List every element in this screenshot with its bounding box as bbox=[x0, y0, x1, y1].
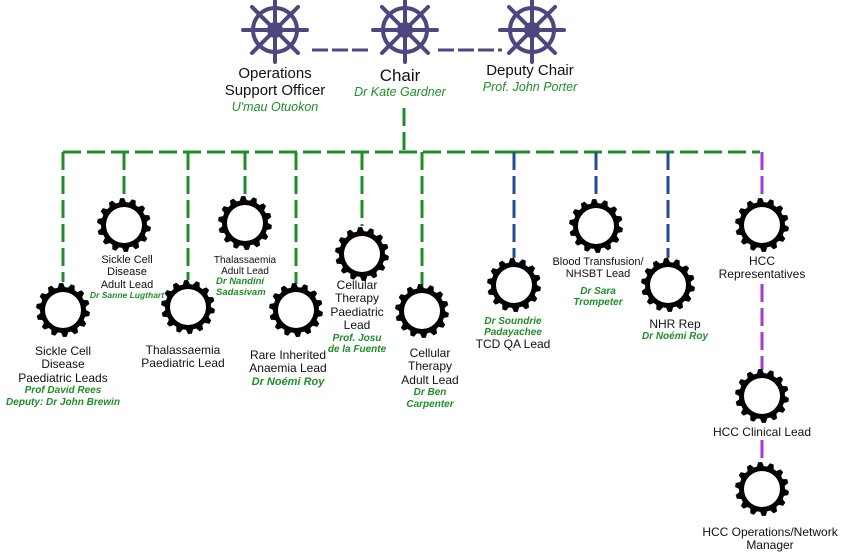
green-connectors bbox=[61, 108, 760, 286]
scd-adult-label: Sickle Cell Disease Adult Lead Dr Sanne … bbox=[89, 254, 165, 300]
gear-icon bbox=[97, 198, 151, 252]
gear-icon bbox=[735, 369, 789, 423]
rare-anaemia-label: Rare Inherited Anaemia Lead Dr Noémi Roy bbox=[249, 348, 327, 388]
gear-icon bbox=[735, 198, 789, 252]
thal-paediatric-label: Thalassaemia Paediatric Lead bbox=[141, 343, 225, 371]
gear-icon bbox=[395, 284, 449, 338]
gear-icon bbox=[335, 227, 389, 281]
hcc-representatives-label: HCC Representatives bbox=[718, 254, 806, 282]
ops-officer-label: Operations Support Officer U'mau Otuokon bbox=[224, 65, 326, 114]
ct-adult-label: Cellular Therapy Adult Lead Dr Ben Carpe… bbox=[401, 346, 459, 410]
gear-icon bbox=[735, 462, 789, 516]
gear-icon bbox=[569, 199, 623, 253]
ship-wheel-icon bbox=[498, 0, 566, 64]
blue-connectors bbox=[512, 152, 670, 258]
nhr-rep-label: NHR Rep Dr Noémi Roy bbox=[641, 317, 709, 343]
hcc-operations-label: HCC Operations/Network Manager bbox=[702, 525, 838, 553]
deputy-chair-label: Deputy Chair Prof. John Porter bbox=[482, 62, 578, 94]
ship-wheel-icon bbox=[241, 0, 309, 64]
hcc-clinical-lead-label: HCC Clinical Lead bbox=[712, 425, 812, 439]
gear-icon bbox=[218, 196, 272, 250]
chair-label: Chair Dr Kate Gardner bbox=[354, 66, 446, 100]
gear-icon bbox=[36, 283, 90, 337]
thal-adult-label: Thalassaemia Adult Lead Dr Nandini Sadas… bbox=[213, 255, 277, 298]
ship-wheel-icon bbox=[371, 0, 439, 64]
scd-paediatric-label: Sickle Cell Disease Paediatric Leads Pro… bbox=[6, 344, 120, 408]
blood-transfusion-label: Blood Transfusion/ NHSBT Lead Dr Sara Tr… bbox=[552, 256, 644, 308]
ct-paediatric-label: Cellular Therapy Paediatric Lead Prof. J… bbox=[327, 278, 387, 355]
tcd-qa-label: Dr Soundrie Padayachee TCD QA Lead bbox=[475, 316, 551, 352]
gear-icon bbox=[487, 258, 541, 312]
